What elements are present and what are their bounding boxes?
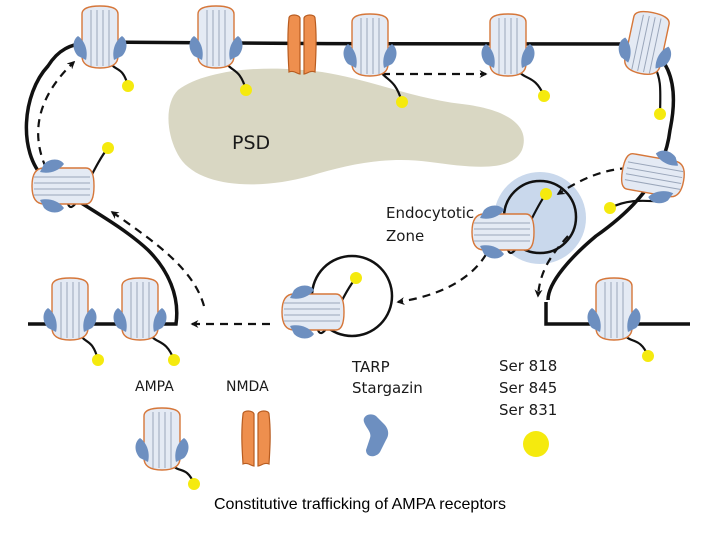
phospho-site <box>102 142 114 154</box>
phospho-site <box>92 354 104 366</box>
arrow-internalize <box>396 241 494 306</box>
ampa-receptor <box>481 13 550 102</box>
ampa-receptor <box>113 277 180 366</box>
legend-ser-831: Ser 831 <box>499 401 558 419</box>
endocytotic-zone-label: Endocytotic Zone <box>386 202 474 248</box>
receptor-body <box>113 277 167 341</box>
phospho-site <box>188 478 200 490</box>
receptor-body <box>31 159 95 213</box>
receptor-body <box>189 5 243 69</box>
ampa-receptor <box>43 277 104 366</box>
phospho-site <box>240 84 252 96</box>
phospho-site <box>654 108 666 120</box>
arrow-exocytosis-up <box>110 211 206 307</box>
phospho-site <box>168 354 180 366</box>
legend-ser-818: Ser 818 <box>499 357 558 375</box>
legend-ampa-label: AMPA <box>135 379 174 395</box>
receptor-body <box>481 13 535 77</box>
arrow-insertion <box>37 60 76 169</box>
membrane-right <box>544 302 690 326</box>
phospho-site <box>396 96 408 108</box>
ampa-receptor <box>135 407 200 490</box>
arrow-zone-down <box>534 235 569 298</box>
legend-phospho-icon <box>523 431 549 457</box>
ampa-receptor <box>343 13 408 108</box>
arrow-endocytosis <box>556 166 629 195</box>
ampa-receptor <box>618 10 672 120</box>
phospho-site <box>604 202 616 214</box>
receptor-body <box>281 285 345 339</box>
ampa-receptor <box>471 188 552 259</box>
legend-nmda-icon <box>241 410 271 467</box>
legend-tarp-line-1: TARP <box>352 358 390 376</box>
psd-label: PSD <box>232 132 271 154</box>
ampa-receptors <box>31 5 685 490</box>
receptor-body <box>343 13 397 77</box>
phospho-site <box>122 80 134 92</box>
receptor-body <box>43 277 97 341</box>
receptor-body <box>135 407 189 471</box>
receptor-body <box>620 150 685 204</box>
phospho-site <box>642 350 654 362</box>
legend-ser-label: Ser 818 Ser 845 Ser 831 <box>499 355 557 421</box>
legend-nmda-label: NMDA <box>226 379 269 395</box>
legend-tarp-label: TARP Stargazin <box>352 357 423 399</box>
ampa-receptor <box>73 5 134 92</box>
ampa-receptor <box>281 272 362 339</box>
phospho-site <box>538 90 550 102</box>
ampa-receptor <box>587 277 654 362</box>
nmda-receptor <box>287 14 317 75</box>
phospho-site <box>540 188 552 200</box>
receptor-body <box>73 5 127 69</box>
ampa-receptor <box>31 142 114 213</box>
endocytotic-label-line-1: Endocytotic <box>386 204 475 222</box>
ampa-receptor <box>604 150 685 214</box>
receptor-body <box>587 277 641 341</box>
figure-caption: Constitutive trafficking of AMPA recepto… <box>214 496 506 513</box>
legend-ser-845: Ser 845 <box>499 379 558 397</box>
psd-region <box>168 68 524 185</box>
legend-tarp-line-2: Stargazin <box>352 379 423 397</box>
endocytotic-label-line-2: Zone <box>386 227 425 245</box>
ampa-receptor <box>189 5 252 96</box>
receptor-body <box>471 205 535 259</box>
phospho-site <box>350 272 362 284</box>
legend-tarp-icon <box>363 414 389 457</box>
receptor-body <box>618 10 672 75</box>
